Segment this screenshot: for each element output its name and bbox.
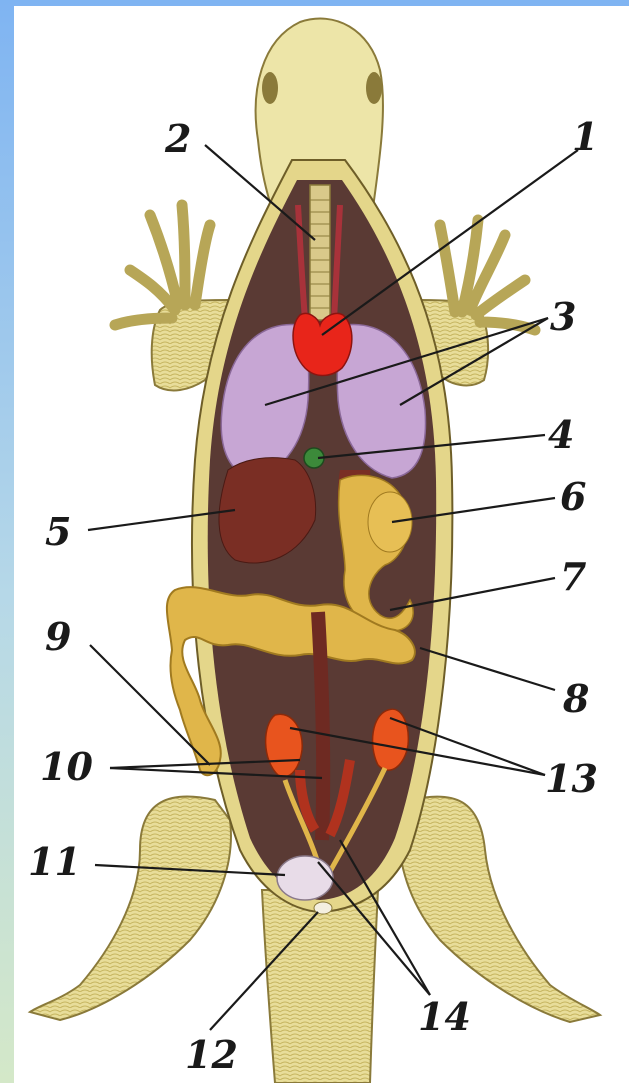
trachea	[310, 185, 330, 320]
label-7: 7	[560, 554, 586, 599]
label-14: 14	[418, 994, 471, 1039]
label-11: 11	[28, 839, 81, 884]
eye-right	[366, 72, 382, 104]
urinary-bladder	[277, 856, 333, 900]
large-intestine	[318, 612, 323, 840]
label-10: 10	[40, 744, 93, 789]
label-4: 4	[548, 412, 574, 457]
label-13: 13	[545, 756, 598, 801]
label-2: 2	[164, 116, 191, 161]
kidney-left	[266, 714, 303, 776]
label-9: 9	[45, 614, 71, 659]
lizard-tail	[262, 890, 378, 1083]
eye-left	[262, 72, 278, 104]
label-5: 5	[45, 509, 71, 554]
label-8: 8	[562, 676, 589, 721]
label-6: 6	[560, 474, 586, 519]
label-1: 1	[572, 114, 598, 159]
stomach-bulge	[368, 492, 412, 552]
label-12: 12	[185, 1032, 238, 1077]
label-3: 3	[550, 294, 576, 339]
